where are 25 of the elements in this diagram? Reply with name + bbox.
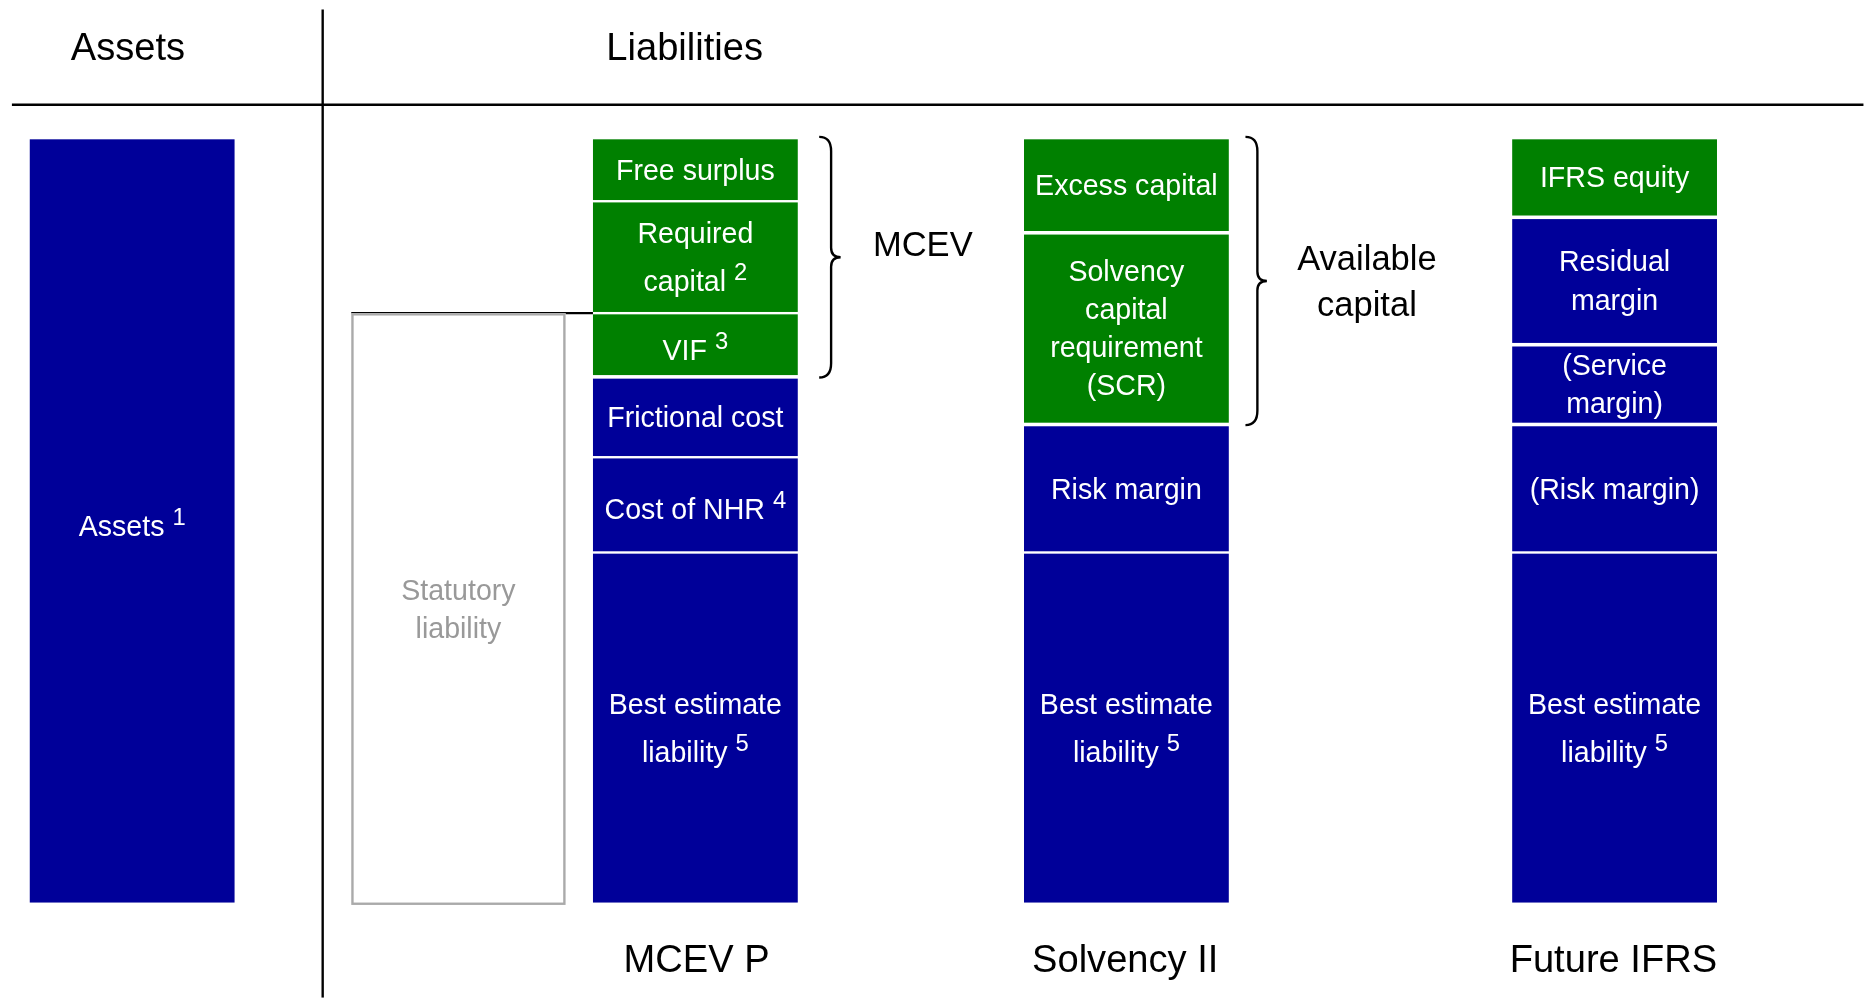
bar-segment: Risk margin — [1024, 426, 1229, 552]
bar-segment: VIF $^{3}$ — [592, 314, 798, 376]
column-label: Solvency II — [1031, 936, 1220, 982]
bar-segment: Best estimate liability $^{5}$ — [1024, 553, 1229, 903]
bar-segment: Excess capital — [1024, 139, 1229, 231]
column-heading: Liabilities — [605, 24, 764, 70]
bracket-label: Available capital — [1296, 238, 1438, 325]
bar-segment: (Risk margin) — [1512, 426, 1717, 552]
bar-segment: (Service margin) — [1512, 346, 1717, 423]
bar-segment: Frictional cost — [592, 378, 798, 457]
column-heading: Assets — [69, 24, 187, 70]
bar-segment: Solvency capital requirement (SCR) — [1024, 234, 1229, 423]
bar-segment: Best estimate liability $^{5}$ — [592, 553, 798, 903]
bar-segment: Free surplus — [592, 139, 798, 201]
column-label: Future IFRS — [1508, 936, 1719, 982]
bar-segment: Assets $^{1}$ — [29, 139, 235, 903]
column-label: MCEV P — [622, 936, 771, 982]
bar-segment: Required capital $^{2}$ — [592, 202, 798, 312]
bar-segment: IFRS equity — [1512, 139, 1717, 216]
bracket-label: MCEV — [871, 224, 974, 266]
bar-segment: Best estimate liability $^{5}$ — [1512, 553, 1717, 903]
bar-segment: Residual margin — [1512, 219, 1717, 343]
outline-box: Statutory liability — [351, 313, 566, 905]
level-line — [351, 311, 593, 315]
bar-segment: Cost of NHR $^{4}$ — [592, 458, 798, 552]
